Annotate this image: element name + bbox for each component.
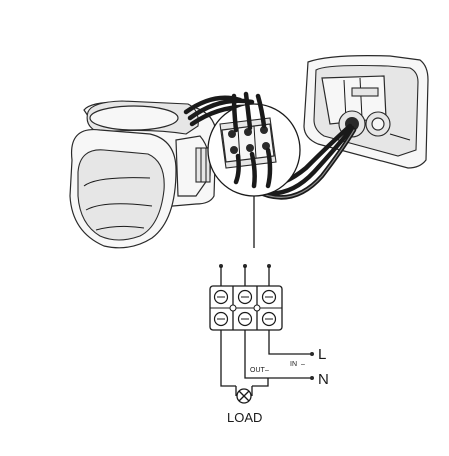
out-label: OUT bbox=[250, 367, 266, 374]
in-arrow: – bbox=[301, 361, 305, 368]
out-arrow: – bbox=[265, 367, 269, 374]
in-label: IN bbox=[290, 361, 297, 368]
line-label: L bbox=[318, 346, 326, 363]
lamp-icon bbox=[236, 388, 252, 404]
load-label: LOAD bbox=[227, 410, 262, 425]
schematic-wires bbox=[220, 330, 314, 404]
neutral-label: N bbox=[318, 371, 329, 388]
schematic-terminal-block-icon bbox=[209, 264, 283, 331]
terminal-detail-icon bbox=[207, 91, 301, 197]
motion-sensor-icon bbox=[69, 100, 217, 249]
